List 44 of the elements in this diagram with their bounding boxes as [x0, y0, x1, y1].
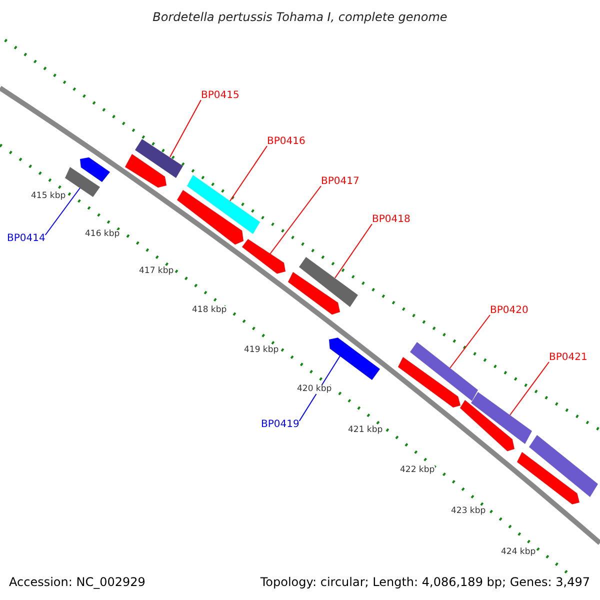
scale-label: 424 kbp	[501, 548, 536, 556]
scale-label: 420 kbp	[297, 385, 332, 394]
leader-line	[270, 186, 322, 254]
scale-label: 415 kbp	[31, 192, 66, 200]
gene-feature	[177, 190, 244, 245]
gene-feature	[80, 157, 110, 182]
gene-label: BP0420	[490, 306, 528, 316]
gene-label: BP0419	[261, 420, 300, 430]
scale-label: 423 kbp	[451, 507, 486, 516]
gene-feature	[398, 357, 460, 408]
leader-line	[230, 146, 268, 202]
scale-label: 419 kbp	[244, 346, 279, 354]
gene-feature	[529, 435, 598, 497]
gene-label: BP0416	[267, 137, 306, 147]
scale-label: 417 kbp	[139, 267, 174, 276]
gene-feature	[517, 452, 580, 504]
gene-feature	[460, 400, 514, 452]
accession-text: Accession: NC_002929	[9, 576, 146, 588]
gene-feature	[288, 272, 340, 315]
gene-label: BP0415	[201, 91, 240, 101]
gene-label: BP0418	[372, 215, 410, 225]
title: Bordetella pertussis Tohama I, complete genome	[152, 11, 448, 23]
leader-line	[334, 224, 372, 278]
scale-label: 416 kbp	[85, 230, 120, 238]
gene-label: BP0417	[321, 177, 360, 187]
leader-line	[44, 188, 80, 236]
gene-feature	[329, 338, 380, 380]
gene-feature	[65, 167, 100, 197]
gene-feature	[410, 342, 478, 401]
gene-feature	[125, 154, 166, 188]
gene-feature	[135, 139, 183, 178]
gene-label: BP0414	[7, 234, 46, 244]
gene-feature	[471, 392, 532, 444]
scale-label: 421 kbp	[348, 426, 383, 434]
gene-feature	[299, 257, 358, 307]
gene-label: BP0421	[549, 353, 588, 363]
genome-info-text: Topology: circular; Length: 4,086,189 bp; Genes: 3,497	[260, 576, 590, 588]
leader-line	[170, 100, 202, 158]
leader-line	[450, 314, 490, 368]
gene-feature	[242, 239, 286, 274]
leader-line	[510, 362, 550, 416]
scale-label: 422 kbp	[400, 466, 435, 474]
gene-feature	[187, 175, 260, 234]
scale-label: 418 kbp	[192, 306, 227, 314]
